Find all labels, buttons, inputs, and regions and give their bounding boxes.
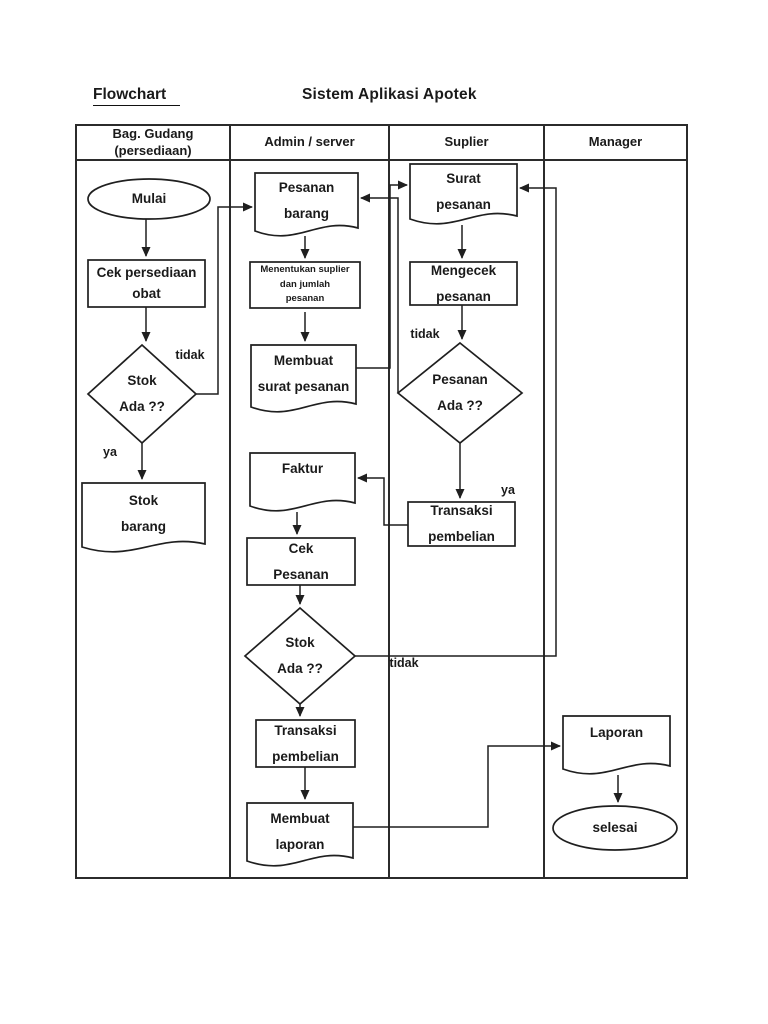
- shape-doc-pesanan-barang: [254, 172, 359, 237]
- column-divider-3: [543, 126, 545, 877]
- shape-doc-stok-barang: [81, 482, 206, 553]
- shape-mengecek-pesanan: [409, 261, 518, 306]
- label-edge-tidak-suplier: tidak: [410, 326, 440, 341]
- label-pesanan-ada: Pesanan Ada ??: [432, 372, 488, 413]
- shape-doc-membuat-surat-pesanan: [250, 344, 357, 413]
- label-cek-persediaan-obat: Cek persediaan obat: [96, 265, 197, 301]
- shape-cek-pesanan: [246, 537, 356, 586]
- page-title-system: Sistem Aplikasi Apotek: [302, 86, 477, 103]
- label-edge-tidak-admin: tidak: [389, 655, 419, 670]
- label-transaksi-pembelian-suplier: Transaksi pembelian: [428, 503, 495, 544]
- shape-end-selesai: [552, 805, 678, 851]
- shape-menentukan-suplier: [249, 261, 361, 309]
- shape-doc-membuat-laporan: [246, 802, 354, 867]
- edge-membuat-laporan-to-laporan: [353, 741, 561, 828]
- label-cek-pesanan: Cek Pesanan: [273, 540, 329, 582]
- label-edge-ya-gudang: ya: [103, 444, 117, 459]
- edge-stok-ada-tidak-to-pesanan-barang: [196, 202, 253, 395]
- label-transaksi-pembelian-admin: Transaksi pembelian: [272, 722, 339, 764]
- label-mulai: Mulai: [131, 191, 167, 207]
- edge-pesanan-ada-tidak-to-pesanan-barang: [360, 193, 399, 393]
- label-menentukan-suplier: Menentukan suplier dan jumlah pesanan: [260, 263, 350, 305]
- label-edge-ya-suplier: ya: [501, 482, 515, 497]
- column-divider-2: [388, 126, 390, 877]
- label-faktur: Faktur: [281, 461, 324, 477]
- lane-header-suplier: Suplier: [444, 134, 489, 150]
- lane-header-admin: Admin / server: [264, 134, 355, 150]
- label-laporan: Laporan: [589, 725, 644, 741]
- shape-transaksi-pembelian-suplier: [407, 501, 516, 547]
- label-membuat-surat-pesanan: Membuat surat pesanan: [257, 353, 350, 394]
- shape-doc-laporan: [562, 715, 671, 775]
- label-stok-ada-admin: Stok Ada ??: [277, 635, 323, 676]
- label-membuat-laporan: Membuat laporan: [270, 811, 330, 852]
- lane-header-gudang: Bag. Gudang (persediaan): [112, 126, 194, 158]
- edge-membuat-surat-to-surat-pesanan: [356, 180, 408, 369]
- shape-start-mulai: [87, 178, 211, 220]
- label-edge-tidak-gudang: tidak: [175, 347, 205, 362]
- swimlane-table: Bag. Gudang (persediaan) Admin / server …: [75, 124, 688, 879]
- column-divider-1: [229, 126, 231, 877]
- label-selesai: selesai: [592, 820, 638, 836]
- shape-transaksi-pembelian-admin: [255, 719, 356, 768]
- label-pesanan-barang: Pesanan barang: [278, 180, 335, 221]
- page-title-flowchart: Flowchart: [93, 86, 181, 106]
- shape-doc-faktur: [249, 452, 356, 512]
- edge-transaksi-suplier-to-faktur: [357, 473, 408, 526]
- label-mengecek-pesanan: Mengecek pesanan: [430, 262, 497, 304]
- shape-doc-surat-pesanan: [409, 163, 518, 225]
- lane-header-row: [77, 126, 686, 161]
- lane-header-manager: Manager: [588, 134, 643, 150]
- label-stok-barang: Stok barang: [120, 493, 166, 534]
- label-stok-ada-gudang: Stok Ada ??: [119, 373, 165, 414]
- shape-cek-persediaan-obat: [87, 259, 206, 308]
- edge-stok-ada-admin-tidak-to-surat-pesanan: [355, 183, 557, 657]
- label-surat-pesanan: Surat pesanan: [436, 171, 491, 212]
